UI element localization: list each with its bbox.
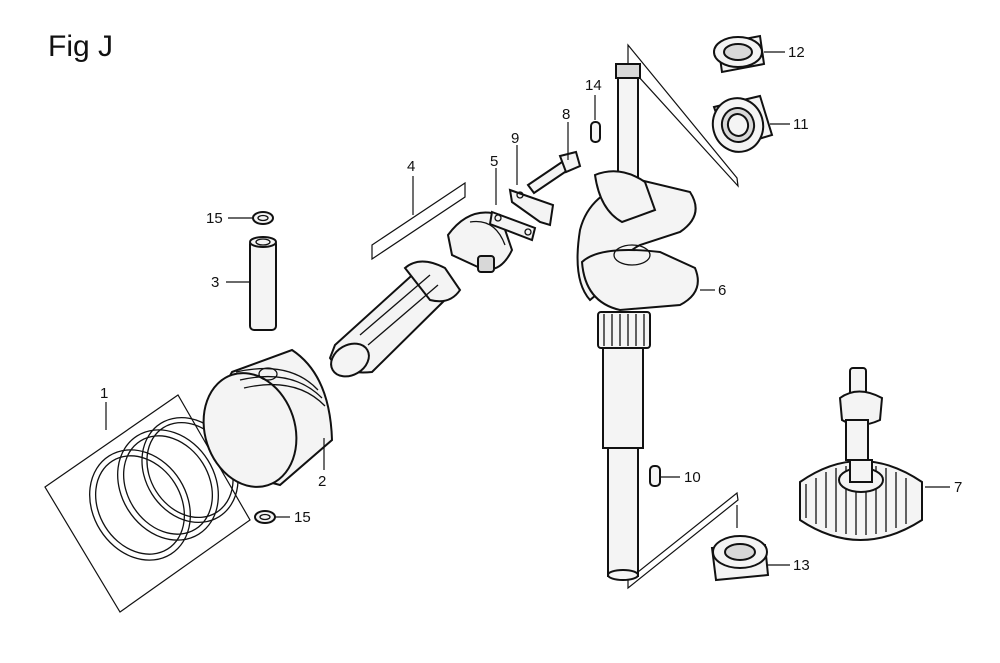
callout-12: 12 [788,44,805,61]
rod-bolt [526,150,582,195]
callout-10: 10 [684,469,701,486]
connecting-rod [328,181,466,378]
pin-clip-lower [254,510,276,524]
callout-15-upper: 15 [206,210,223,227]
callout-4: 4 [407,158,415,175]
callout-11: 11 [793,116,809,133]
oil-seal-upper [713,34,766,74]
callout-14: 14 [585,77,602,94]
crankshaft [576,43,739,590]
oil-dipper [508,188,555,227]
camshaft [799,367,923,541]
callout-15-lower: 15 [294,509,311,526]
callout-9: 9 [511,130,519,147]
callout-7: 7 [954,479,962,496]
lock-plate [488,210,537,242]
callout-6: 6 [718,282,726,299]
figure-title: Fig J [48,30,114,63]
callout-1: 1 [100,385,108,402]
callout-2: 2 [318,473,326,490]
oil-seal-lower [710,535,770,582]
callout-13: 13 [793,557,810,574]
callout-3: 3 [211,274,219,291]
callout-5: 5 [490,153,498,170]
piston-pin [249,236,277,331]
piston [202,348,334,488]
woodruff-key-lower [649,465,661,487]
piston-ring-set [44,394,251,613]
leader-lines [105,51,950,566]
ball-bearing [711,94,774,153]
callout-8: 8 [562,106,570,123]
woodruff-key-upper [590,121,601,143]
callout-labels: 1 2 3 4 5 6 7 8 9 10 11 12 13 14 15 15 [100,44,962,574]
pin-clip-upper [252,211,274,225]
